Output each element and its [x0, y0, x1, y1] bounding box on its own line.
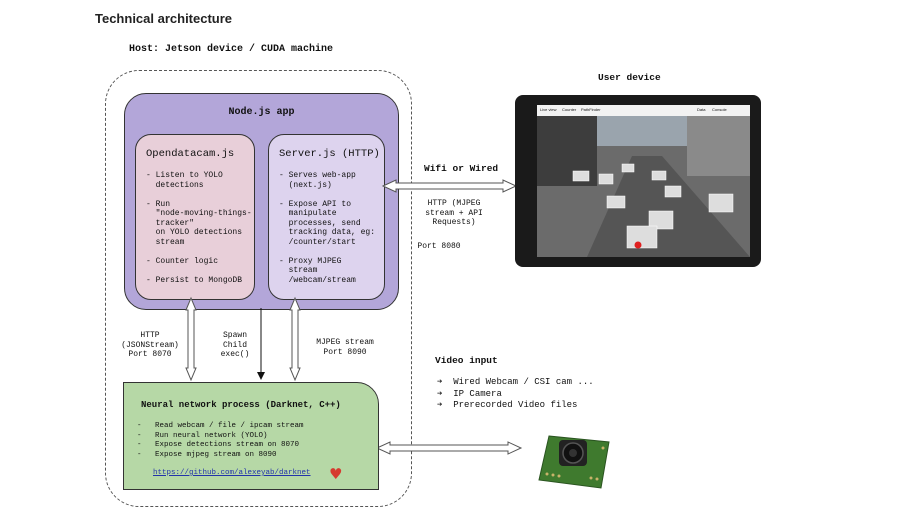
server-box: Server.js (HTTP) - Serves web-app (next.… — [268, 134, 385, 300]
camera-view — [537, 116, 750, 257]
nav-pathfinder[interactable]: PathFinder — [581, 107, 601, 112]
host-boundary — [105, 70, 412, 507]
nav-counter[interactable]: Counter — [562, 107, 577, 112]
arrow-right-icon: ➔ — [437, 377, 443, 387]
heart-icon: ♥ — [329, 465, 343, 483]
arrow-right-icon: ➔ — [437, 388, 443, 399]
wifi-title: Wifi or Wired — [424, 163, 499, 174]
wifi-port: Port 8080 — [417, 242, 461, 251]
neural-network-box: Neural network process (Darknet, C++) - … — [123, 382, 379, 490]
darknet-link[interactable]: https://github.com/alexeyab/darknet — [153, 469, 311, 477]
neural-network-title: Neural network process (Darknet, C++) — [141, 400, 341, 410]
video-input-item: ➔ Prerecorded Video files — [437, 400, 578, 410]
spawn-label: Spawn Child exec() — [220, 331, 250, 359]
opendatacam-title: Opendatacam.js — [146, 148, 235, 160]
video-input-item: ➔ IP Camera — [437, 388, 502, 399]
nav-console[interactable]: Console — [712, 107, 727, 112]
mjpeg-arrow — [289, 296, 301, 382]
neural-network-list: - Read webcam / file / ipcam stream - Ru… — [137, 422, 304, 459]
nav-live-view[interactable]: Live view — [540, 107, 557, 112]
diagram-title: Technical architecture — [95, 11, 233, 26]
tablet-device: Live view Counter PathFinder Data Consol… — [515, 95, 761, 267]
video-input-item: ➔ Wired Webcam / CSI cam ... — [437, 377, 594, 387]
video-input-arrow — [375, 441, 523, 455]
video-input-list: ➔ Wired Webcam / CSI cam ... ➔ IP Camera… — [437, 377, 594, 412]
opendatacam-list: - Listen to YOLO detections - Run "node-… — [146, 171, 252, 285]
nodejs-app-box: Node.js app Opendatacam.js - Listen to Y… — [124, 93, 399, 310]
mjpeg-label: MJPEG stream Port 8090 — [316, 338, 374, 357]
server-title: Server.js (HTTP) — [279, 148, 380, 160]
nav-data[interactable]: Data — [697, 107, 706, 112]
http-json-label: HTTP (JSONStream) Port 8070 — [121, 331, 179, 359]
app-nav-bar: Live view Counter PathFinder Data Consol… — [537, 105, 750, 116]
video-input-title: Video input — [435, 355, 498, 366]
http-json-arrow — [185, 296, 197, 382]
host-label: Host: Jetson device / CUDA machine — [129, 44, 334, 55]
wifi-arrow — [381, 179, 518, 193]
wifi-detail: HTTP (MJPEG stream + API Requests) — [425, 199, 483, 227]
camera-module-icon — [538, 435, 610, 489]
opendatacam-box: Opendatacam.js - Listen to YOLO detectio… — [135, 134, 255, 300]
server-list: - Serves web-app (next.js) - Expose API … — [279, 171, 376, 285]
user-device-label: User device — [598, 72, 661, 83]
nodejs-app-title: Node.js app — [228, 107, 295, 118]
arrow-right-icon: ➔ — [437, 400, 443, 410]
tablet-screen: Live view Counter PathFinder Data Consol… — [537, 105, 750, 257]
